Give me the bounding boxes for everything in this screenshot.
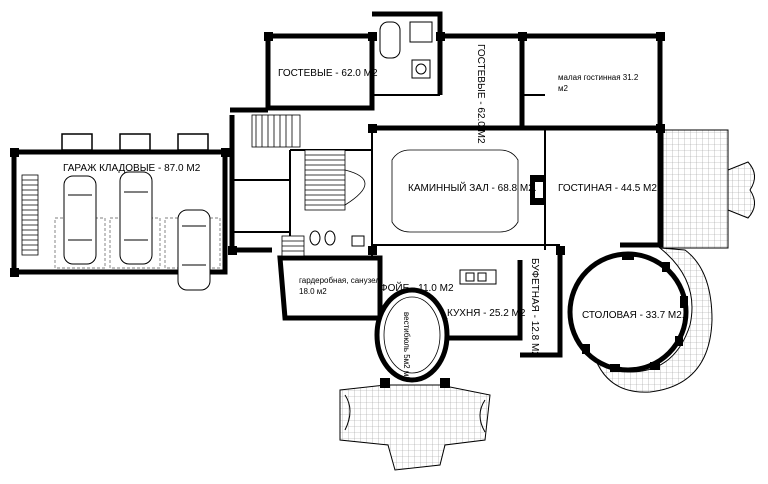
garage-label: ГАРАЖ КЛАДОВЫЕ - 87.0 М2: [63, 163, 201, 174]
small-living-label-line2: м2: [558, 84, 569, 93]
entrance-steps: [339, 378, 491, 471]
guest-left-label: ГОСТЕВЫЕ - 62.0 М2: [278, 68, 378, 79]
dining-label: СТОЛОВАЯ - 33.7 М2.: [582, 310, 685, 321]
columns: [10, 32, 665, 277]
fireplace-hall-carpet: [391, 149, 519, 233]
toilet-icon: [309, 230, 365, 247]
bathtub-icon: [379, 21, 433, 79]
buffet-label: БУФЕТНАЯ - 12.8 М2: [529, 258, 540, 357]
fireplace-hall-label: КАМИННЫЙ ЗАЛ - 68.8 М2.: [408, 181, 537, 194]
guest-right-label: ГОСТЕВЫЕ - 62.0 М2: [475, 44, 486, 144]
foyer-label: ФОЙЕ - 11.0 М2: [380, 281, 454, 294]
dressing-label-line2: 18.0 м2: [299, 287, 327, 296]
vestibule-oval: [374, 287, 450, 383]
walls: [11, 11, 663, 358]
main-staircase: [251, 114, 366, 257]
east-terrace: [662, 129, 755, 249]
vestibule-label: вестибюль 5м2 м2: [402, 312, 411, 381]
fireplace-icon: [530, 175, 546, 205]
garage-doors: [61, 133, 209, 151]
dining-rotunda: [567, 251, 689, 373]
car-icon: [63, 171, 211, 291]
dressing-label-line1: гардеробная, санузел: [299, 276, 380, 285]
small-living-label-line1: малая гостинная 31.2: [558, 73, 639, 82]
garage-stairs: [21, 174, 39, 256]
living-room-label: ГОСТИНАЯ - 44.5 М2.: [558, 183, 660, 194]
kitchen-label: КУХНЯ - 25.2 М2: [447, 308, 526, 319]
kitchen-island: [459, 269, 497, 285]
